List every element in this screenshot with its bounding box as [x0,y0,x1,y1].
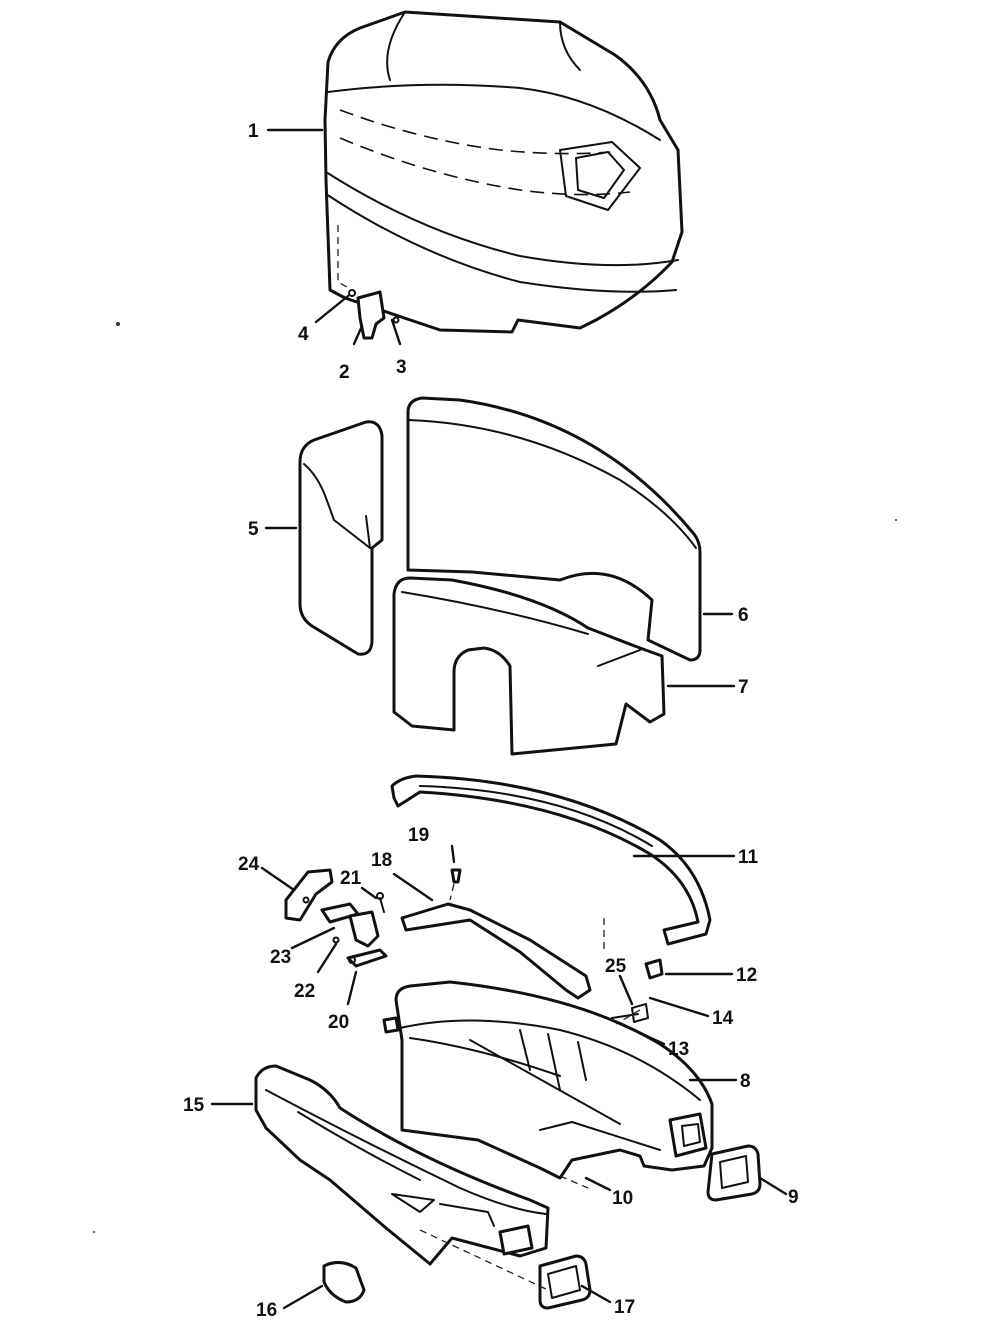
callout-19: 19 [408,825,429,846]
callout-24: 24 [238,854,260,875]
grommet-center [538,1254,592,1310]
callout-23: 23 [270,947,291,968]
alignment-line [559,1175,589,1189]
callout-1: 1 [248,121,259,142]
side-insulation-pad [298,420,384,656]
callout-17: 17 [614,1297,635,1318]
grommet-left [322,1261,366,1304]
callout-3: 3 [396,357,407,378]
callout-11: 11 [738,847,759,868]
callout-8: 8 [740,1071,751,1092]
callout-13: 13 [668,1039,689,1060]
alignment-line [615,1009,641,1025]
support-brace [400,868,592,1000]
scan-speck [895,519,897,521]
latch-hardware [284,868,388,968]
callout-15: 15 [183,1095,205,1116]
top-cowl [323,10,684,334]
callout-12: 12 [736,965,757,986]
alignment-line [449,883,455,901]
scan-speck [116,322,120,326]
cowl-seal-strip [390,774,712,946]
callout-21: 21 [340,868,362,889]
callout-6: 6 [738,605,749,626]
callouts: 1 2 3 4 5 6 7 8 9 10 11 12 13 14 15 16 1… [183,121,799,1321]
scan-speck [93,1231,95,1233]
callout-9: 9 [788,1187,799,1208]
right-latch-parts [603,918,664,1023]
grommet-right [706,1144,762,1202]
callout-4: 4 [298,324,309,345]
callout-10: 10 [612,1188,633,1209]
callout-22: 22 [294,981,315,1002]
callout-25: 25 [605,956,627,977]
callout-18: 18 [371,850,392,871]
latch-bracket [337,225,400,340]
callout-5: 5 [248,519,259,540]
front-bottom-cowl [254,1064,550,1266]
callout-16: 16 [256,1300,277,1321]
callout-20: 20 [328,1012,349,1033]
callout-14: 14 [712,1008,734,1029]
callout-2: 2 [339,362,350,383]
rear-insulation-pad [406,396,702,662]
leader-lines [210,128,788,1310]
callout-7: 7 [738,677,749,698]
bottom-insulation-pad [392,576,666,756]
rear-bottom-cowl [382,980,714,1180]
